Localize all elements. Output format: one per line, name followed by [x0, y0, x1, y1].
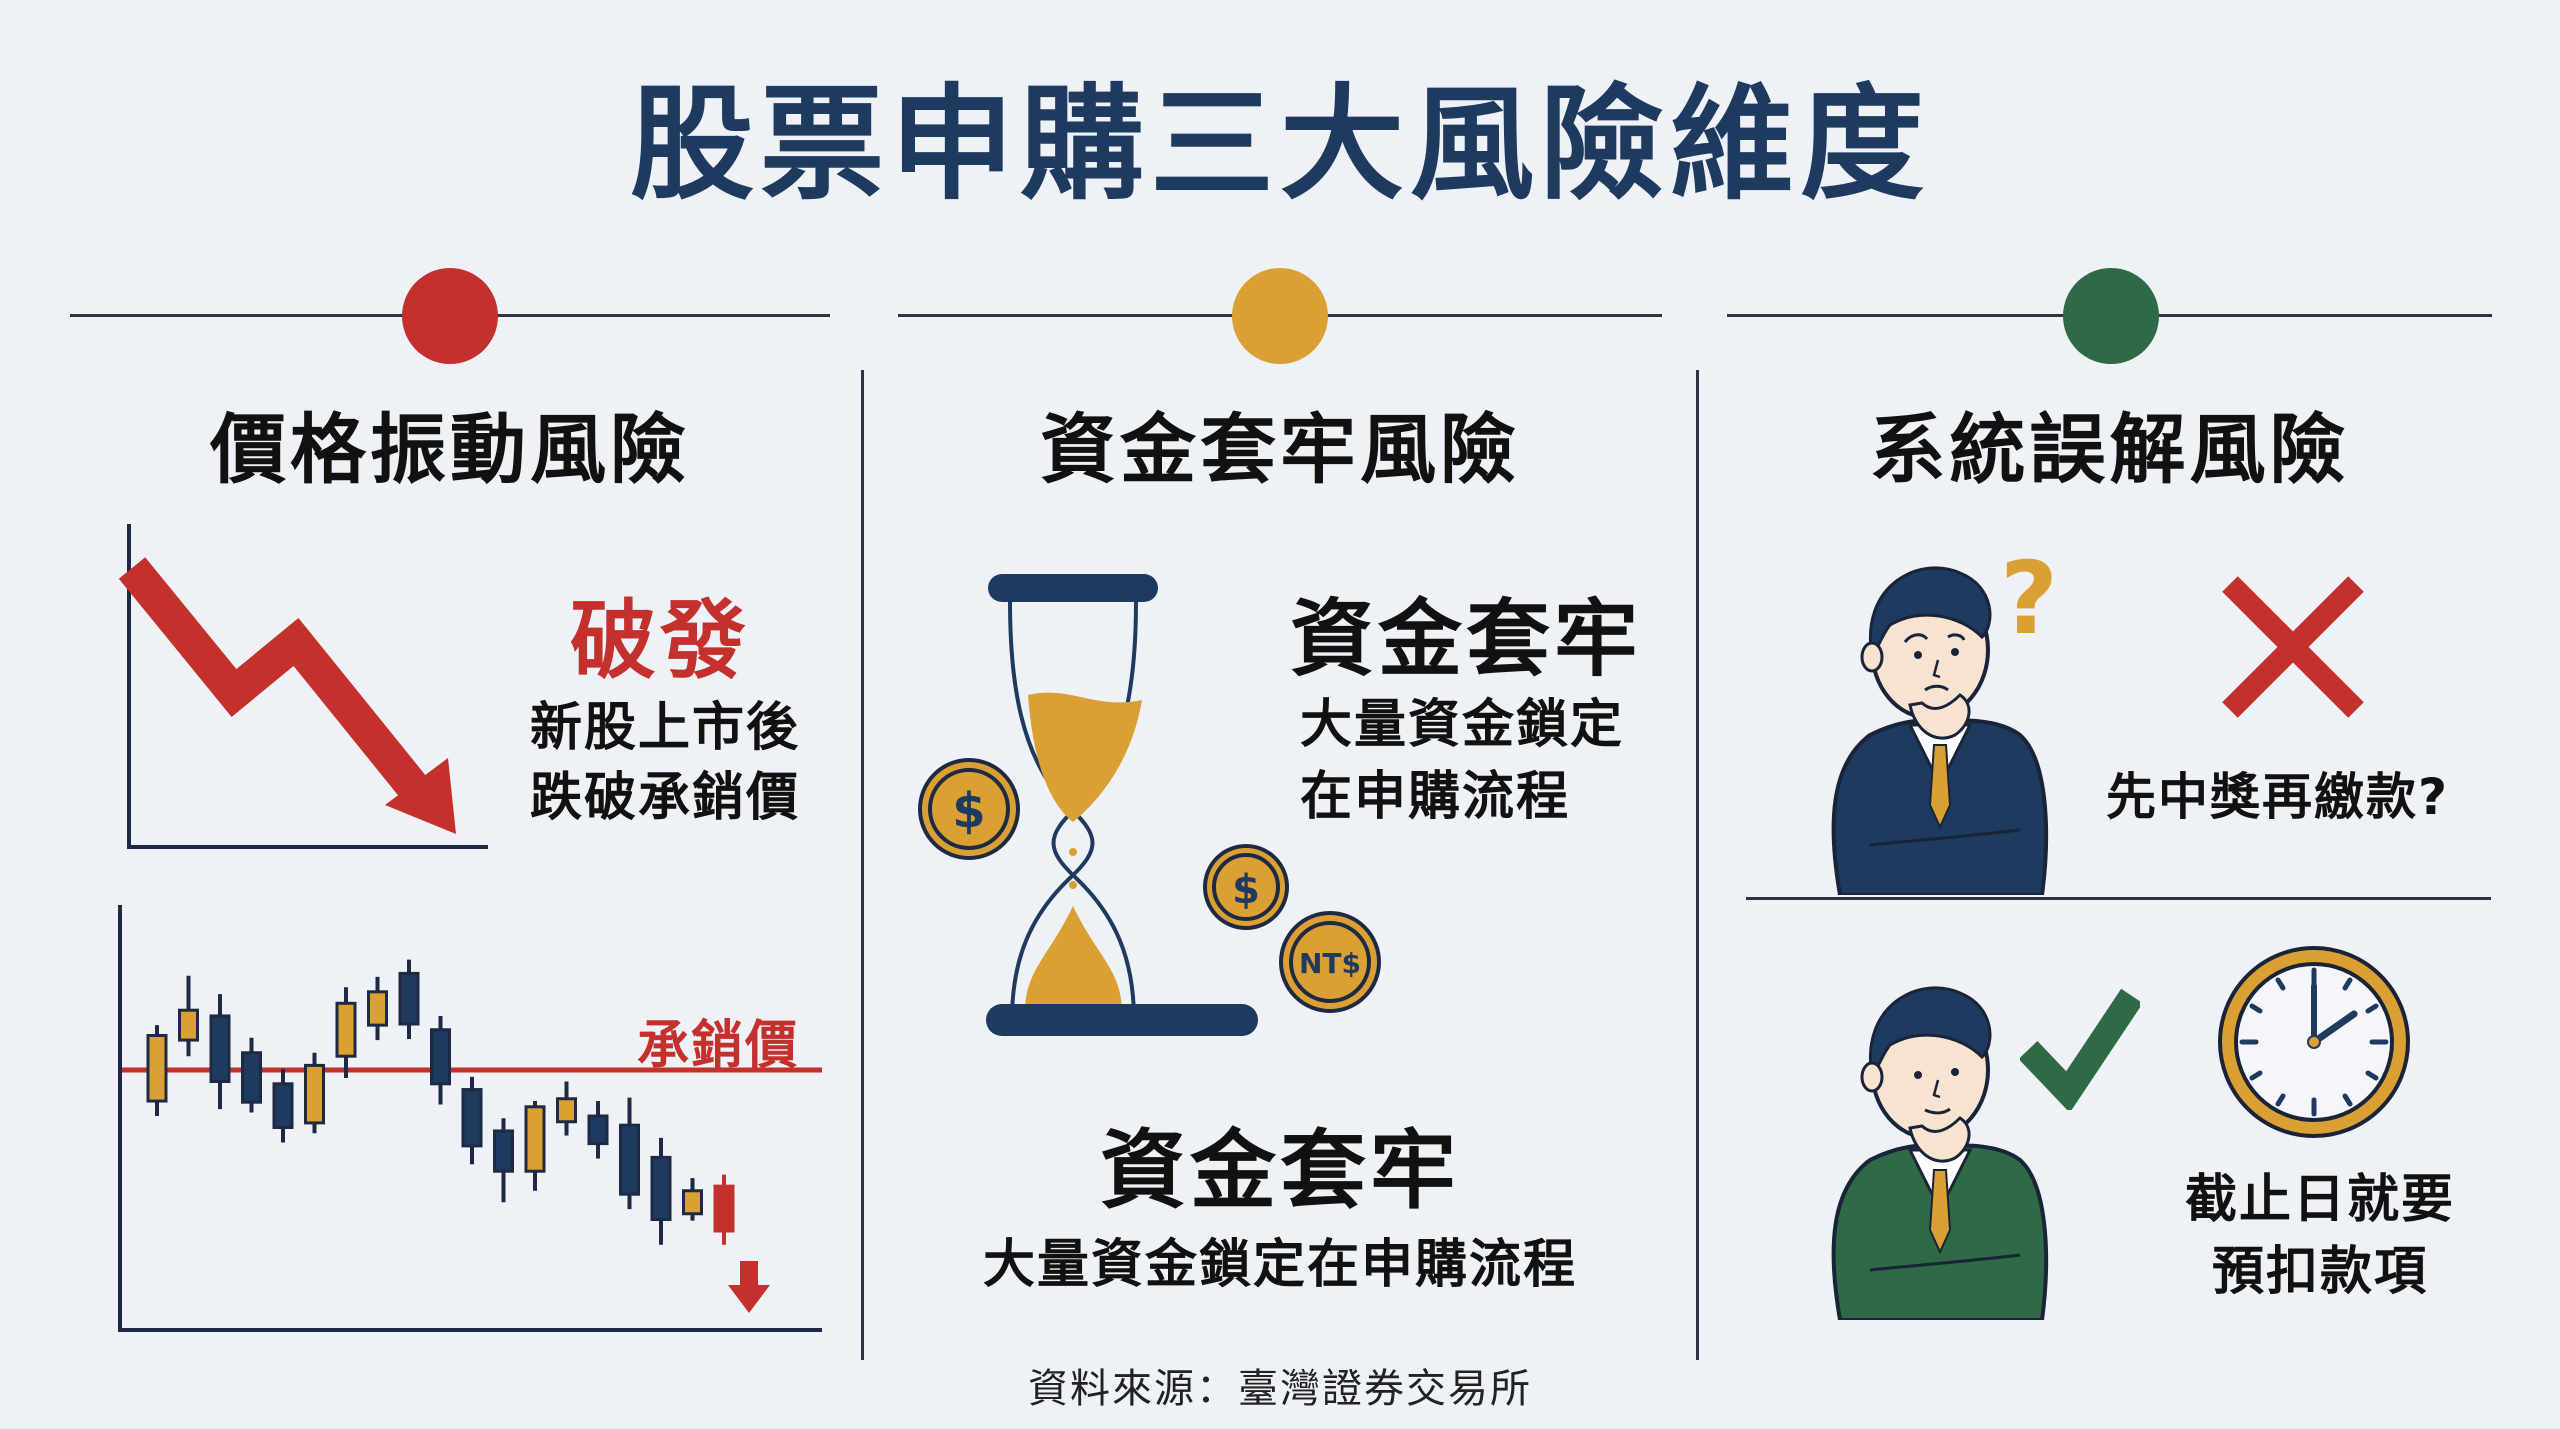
clock-icon	[2214, 942, 2414, 1142]
top-sand	[1028, 692, 1142, 822]
candle	[178, 1008, 199, 1042]
candle	[461, 1088, 483, 1148]
break-issue-line-2: 跌破承銷價	[529, 768, 800, 828]
underwriting-price-label: 承銷價	[637, 1016, 800, 1076]
question-mark-icon: ?	[2000, 540, 2059, 657]
candlestick-chart	[110, 895, 830, 1340]
confused-person-illustration	[1810, 545, 2070, 895]
candle	[146, 1034, 168, 1103]
wrong-belief-label: 先中獎再繳款?	[2106, 768, 2450, 826]
break-issue-label: 破發	[570, 591, 750, 691]
column-3-section-divider	[1746, 897, 2491, 900]
candle	[493, 1129, 514, 1173]
dollar-coin-small-icon: $	[1202, 843, 1290, 931]
candle	[241, 1051, 262, 1104]
candle	[524, 1105, 546, 1173]
hourglass-top-cap	[988, 574, 1158, 602]
gold-indicator-dot	[1232, 268, 1328, 364]
green-indicator-dot	[2063, 268, 2159, 364]
trend-down-arrow	[728, 1261, 770, 1313]
candle	[619, 1123, 640, 1196]
candle	[304, 1063, 325, 1125]
candle	[272, 1082, 294, 1130]
source-footer: 資料來源：臺灣證券交易所	[1028, 1366, 1532, 1412]
red-indicator-dot	[402, 268, 498, 364]
confident-person-illustration	[1810, 960, 2070, 1320]
capital-lock-heading: 資金套牢	[1290, 590, 1643, 688]
price-risk-title: 價格振動風險	[210, 405, 690, 494]
correct-rule-line-1: 截止日就要	[2184, 1170, 2455, 1230]
dollar-coin-icon: $	[917, 757, 1021, 861]
page-title: 股票申購三大風險維度	[629, 73, 1930, 217]
candle	[587, 1114, 609, 1146]
capital-risk-title: 資金套牢風險	[1040, 405, 1520, 494]
hour-hand	[2310, 1010, 2358, 1046]
break-issue-line-1: 新股上市後	[529, 698, 800, 758]
capital-lock-line-1: 大量資金鎖定	[1300, 695, 1625, 755]
candle	[335, 1001, 357, 1058]
correct-rule-line-2: 預扣款項	[2211, 1242, 2428, 1302]
hourglass-illustration	[900, 560, 1420, 1060]
candle	[367, 990, 388, 1027]
capital-lock-bottom-heading: 資金套牢	[1100, 1121, 1460, 1221]
candle	[209, 1014, 231, 1083]
svg-text:$: $	[1232, 867, 1260, 913]
column-divider-1	[861, 370, 864, 1360]
downtrend-line	[118, 557, 432, 804]
candle	[682, 1189, 703, 1216]
system-risk-title: 系統誤解風險	[1869, 405, 2350, 494]
candle	[650, 1155, 672, 1221]
candle	[398, 971, 420, 1026]
hourglass-bottom-cap	[986, 1004, 1258, 1036]
candle	[713, 1184, 735, 1233]
svg-text:$: $	[952, 783, 985, 839]
svg-text:NT$: NT$	[1299, 947, 1361, 980]
downtrend-chart	[110, 510, 510, 860]
capital-lock-line-2: 在申購流程	[1300, 767, 1571, 827]
candle	[430, 1028, 451, 1086]
down-arrow-head	[385, 758, 456, 834]
bottom-sand	[1025, 906, 1122, 1012]
ntd-coin-icon: NT$	[1278, 910, 1382, 1014]
column-divider-2	[1696, 370, 1699, 1360]
cross-mark-icon	[2218, 572, 2368, 722]
check-mark-icon	[2020, 980, 2140, 1110]
candle	[556, 1097, 577, 1124]
capital-lock-bottom-line: 大量資金鎖定在申購流程	[982, 1235, 1577, 1295]
